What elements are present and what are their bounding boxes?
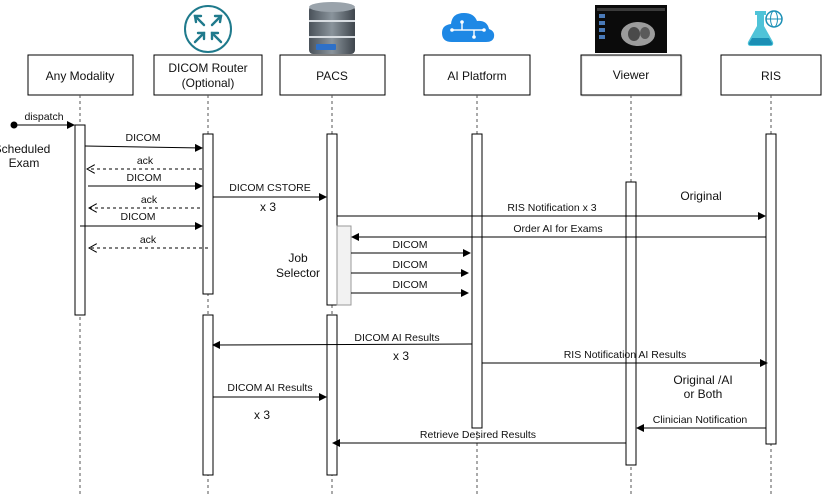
message-label: DICOM AI Results	[354, 332, 439, 344]
participant-dicom-router: DICOM Router (Optional)	[153, 54, 263, 96]
activation-pacs-2	[326, 314, 338, 476]
message-label: dispatch	[24, 111, 63, 123]
message-ack-1: ack	[87, 155, 202, 169]
message-label: RIS Notification x 3	[507, 202, 596, 214]
database-icon	[309, 2, 355, 54]
activation-router-2	[202, 314, 214, 476]
message-label: DICOM	[127, 172, 162, 184]
activation-modality	[74, 124, 86, 316]
message-dicom-cstore: DICOM CSTORE x 3	[213, 182, 327, 214]
message-ack-2: ack	[89, 194, 200, 208]
scheduled-exam-note-line2: Exam	[9, 156, 40, 170]
activation-ris	[765, 133, 777, 445]
message-dicom-ai-results-pacs: DICOM AI Results x 3	[213, 382, 327, 422]
router-icon	[184, 5, 232, 53]
message-dicom-1: DICOM	[84, 132, 203, 152]
participant-any-modality: Any Modality	[27, 54, 134, 96]
message-label: Clinician Notification	[653, 414, 748, 426]
participant-viewer: Viewer	[580, 54, 683, 97]
activation-ai-platform	[471, 133, 483, 429]
message-dicom-3: DICOM	[80, 211, 203, 230]
original-ai-note-line2: or Both	[684, 387, 723, 401]
message-label: RIS Notification AI Results	[564, 349, 687, 361]
activations	[74, 124, 777, 476]
router-results-count-note: x 3	[254, 408, 270, 422]
message-label: DICOM	[393, 259, 428, 271]
message-label: Order AI for Exams	[513, 223, 602, 235]
message-ris-notification: RIS Notification x 3	[337, 202, 766, 220]
activation-router-1	[202, 133, 214, 295]
message-label: DICOM	[393, 279, 428, 291]
activation-pacs-1	[326, 133, 338, 306]
participant-label: Viewer	[613, 68, 649, 82]
ai-results-count-note: x 3	[393, 349, 409, 363]
message-label: DICOM	[393, 239, 428, 251]
participant-label: AI Platform	[447, 69, 506, 83]
message-retrieve-results: Retrieve Desired Results	[332, 429, 626, 447]
participant-ris: RIS	[720, 54, 822, 96]
original-note: Original	[680, 189, 721, 203]
participant-ai-platform: AI Platform	[423, 54, 531, 96]
participant-label: DICOM Router	[168, 61, 247, 75]
original-ai-note: Original /AI	[673, 373, 732, 387]
participant-label: Any Modality	[46, 69, 115, 83]
message-label: ack	[137, 155, 154, 167]
message-ris-notification-ai: RIS Notification AI Results	[482, 349, 768, 367]
participant-label: RIS	[761, 69, 781, 83]
message-label: DICOM	[126, 132, 161, 144]
lab-flask-globe-icon	[747, 10, 783, 46]
message-label: DICOM CSTORE	[229, 182, 310, 194]
message-clinician-notification: Clinician Notification	[636, 414, 766, 432]
message-pacs-ai-dicom-2: DICOM	[351, 259, 469, 277]
message-label: Retrieve Desired Results	[420, 429, 536, 441]
activation-job-selector	[336, 225, 352, 306]
participant-pacs: PACS	[279, 54, 386, 96]
message-label: ack	[141, 194, 158, 206]
participant-sublabel: (Optional)	[182, 76, 235, 90]
scheduled-exam-note: Scheduled	[0, 142, 50, 156]
job-selector-note-line2: Selector	[276, 266, 320, 280]
cstore-count-note: x 3	[260, 200, 276, 214]
viewer-screenshot-icon	[595, 5, 667, 53]
message-order-ai: Order AI for Exams	[351, 223, 766, 241]
message-dicom-2: DICOM	[88, 172, 203, 190]
message-label: ack	[140, 234, 157, 246]
job-selector-note: Job	[288, 251, 308, 265]
message-label: DICOM	[121, 211, 156, 223]
cloud-circuit-icon	[442, 13, 495, 42]
message-ack-3: ack	[89, 234, 208, 248]
message-pacs-ai-dicom-1: DICOM	[351, 239, 471, 257]
message-dicom-ai-results-router: DICOM AI Results x 3	[212, 332, 473, 363]
message-dispatch: dispatch	[10, 111, 75, 129]
message-label: DICOM AI Results	[227, 382, 312, 394]
message-pacs-ai-dicom-3: DICOM	[351, 279, 469, 297]
participant-label: PACS	[316, 69, 348, 83]
activation-viewer	[625, 181, 637, 466]
